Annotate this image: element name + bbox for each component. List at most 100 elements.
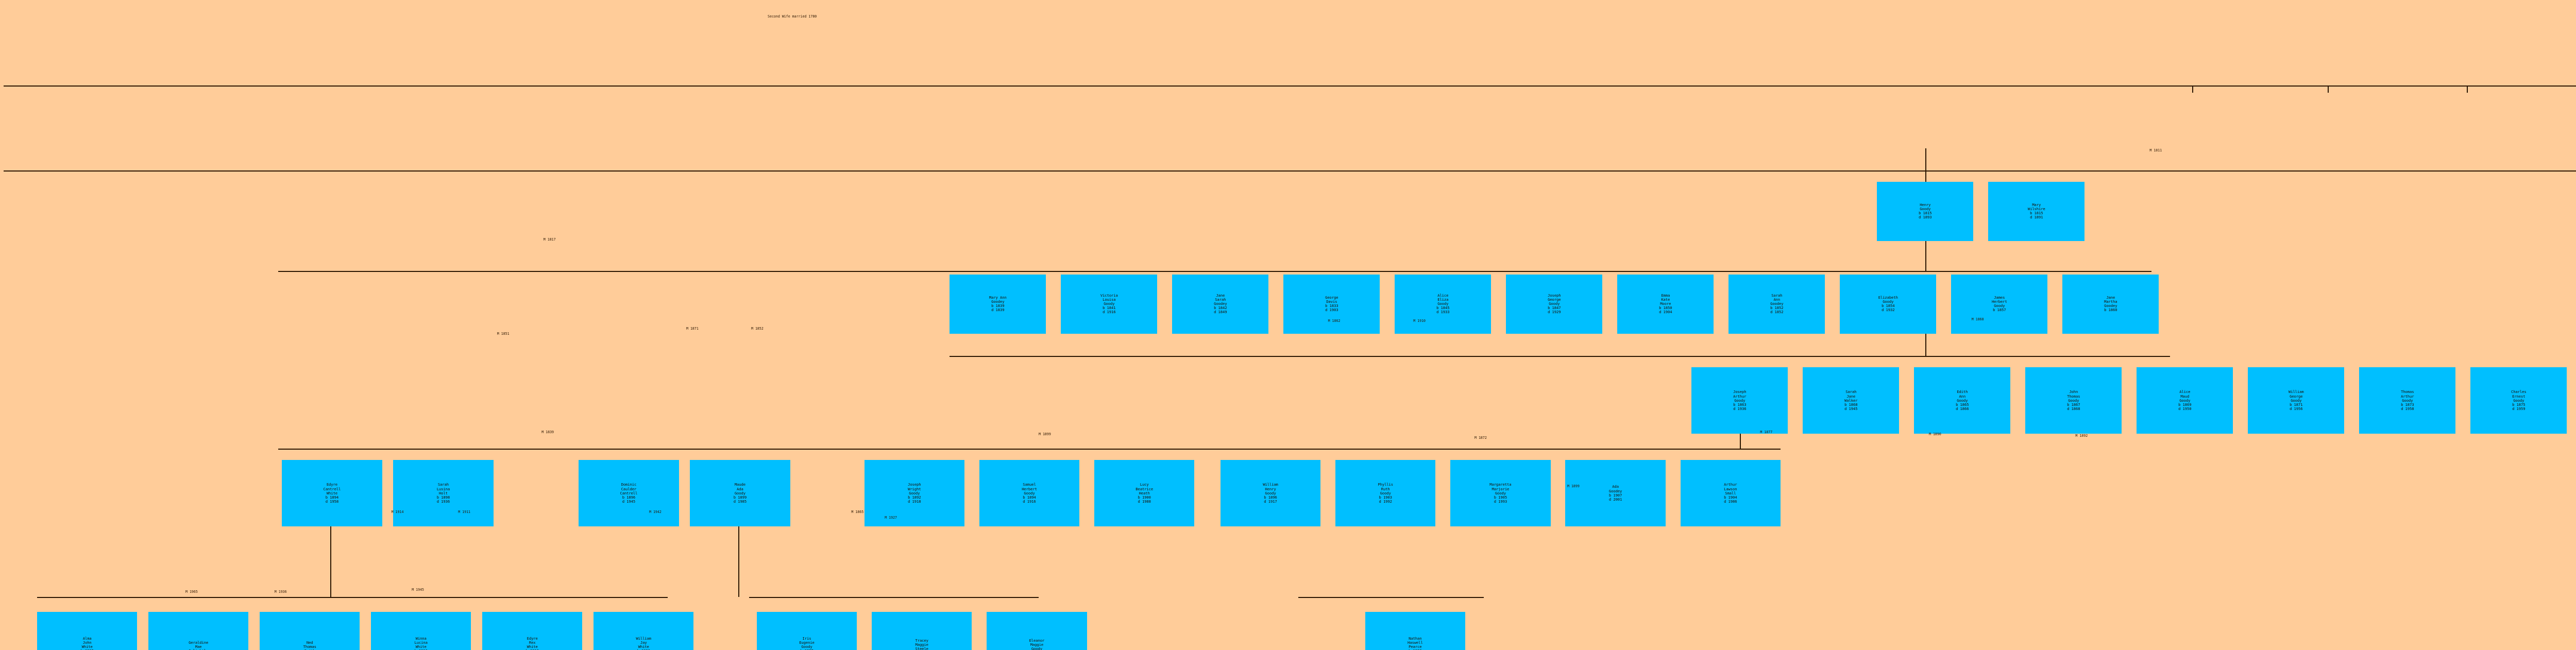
drop-gen5-left (1739, 434, 1741, 449)
person-line: Wright (908, 486, 921, 491)
person-node[interactable]: WinnaLucinaWhiteb 1916d 2002 (371, 612, 471, 650)
person-line: d 1986 (1724, 499, 1737, 504)
person-line: Martha (2104, 299, 2117, 304)
person-line: b 1841 (1103, 305, 1116, 311)
person-node[interactable]: TraceyMaggieSteeleb 1932 (872, 612, 972, 650)
person-line: d 1992 (1379, 499, 1392, 504)
person-line: b 1918 (526, 649, 539, 650)
person-line: Goody (909, 490, 920, 495)
sibling-bar-gen6-left (37, 597, 668, 598)
person-node[interactable]: EdyreRexWhiteb 1918d 1969 (482, 612, 583, 650)
person-line: b 1863 (1733, 402, 1747, 407)
person-line: Goody (1920, 207, 1931, 212)
marriage-label: M 1811 (2149, 148, 2162, 152)
person-node[interactable]: NedThomasSmith (260, 612, 360, 650)
person-line: Alma (82, 636, 92, 641)
stub-gen2-2 (2467, 85, 2468, 93)
person-line: Steele (915, 646, 928, 650)
person-line: b 1915 (81, 649, 94, 650)
person-line: Thomas (2067, 394, 2080, 399)
person-node[interactable]: GeraldineMaeGolightly (148, 612, 249, 650)
person-line: b 1898 (436, 494, 450, 500)
person-line: Haswell (1407, 640, 1423, 645)
person-line: d 1932 (1882, 307, 1895, 313)
person-line: Winna (415, 636, 427, 641)
person-line: Elizabeth (1878, 295, 1898, 300)
person-node[interactable]: NathanHaswellPearceb 1928d 1999 (1365, 612, 1465, 650)
person-node[interactable]: IrisEugenieGoodyb 1927d 1979 (756, 612, 857, 650)
person-line: Nathan (1409, 636, 1422, 641)
person-line: James (1994, 295, 2005, 300)
marriage-label: M 1865 (851, 510, 864, 514)
person-line: d 1950 (2178, 406, 2192, 411)
person-line: d 1904 (1659, 310, 1672, 315)
person-node[interactable]: AlmaJohnWhiteb 1915d 1993 (37, 612, 138, 650)
person-node[interactable]: EleanorMaggieGoodyb 1934 (987, 612, 1087, 650)
stub-gen2-0 (2192, 85, 2194, 93)
sibling-bar-gen5-mid (742, 449, 1484, 450)
person-line: b 1845 (1436, 305, 1450, 311)
person-line: Arthur (2401, 394, 2414, 399)
marriage-label: M 1911 (458, 510, 471, 514)
drop-gen4-left (1925, 334, 1926, 356)
person-line: d 1933 (1436, 310, 1450, 315)
person-line: d 1893 (1919, 215, 1932, 220)
person-line: b 1842 (1214, 305, 1227, 311)
person-node[interactable]: WilliamJayWhiteb 1930d 1930 (594, 612, 694, 650)
person-line: Cantrell (323, 486, 341, 491)
person-line: Eleanor (1029, 638, 1045, 643)
person-line: Smith (304, 649, 315, 650)
person-line: d 1917 (1264, 499, 1277, 504)
person-line: d 1916 (1023, 499, 1036, 504)
marriage-label: M 1910 (1413, 319, 1426, 323)
person-line: Ernest (2512, 394, 2526, 399)
person-line: d 1903 (1325, 307, 1338, 313)
person-line: Small (1725, 490, 1736, 495)
person-line: Goody (2513, 398, 2524, 403)
person-line: d 1916 (1103, 310, 1116, 315)
person-line: Marjorie (1492, 486, 1510, 491)
person-line: b 1916 (415, 649, 428, 650)
person-line: Lucina (414, 640, 428, 645)
person-line: George (2290, 394, 2303, 399)
person-line: Maggie (1030, 642, 1044, 647)
person-line: d 1868 (2067, 406, 2080, 411)
person-line: b 1896 (622, 494, 636, 500)
person-line: White (415, 644, 427, 649)
person-line: b 1865 (1956, 402, 1969, 407)
person-line: Mae (195, 644, 202, 649)
